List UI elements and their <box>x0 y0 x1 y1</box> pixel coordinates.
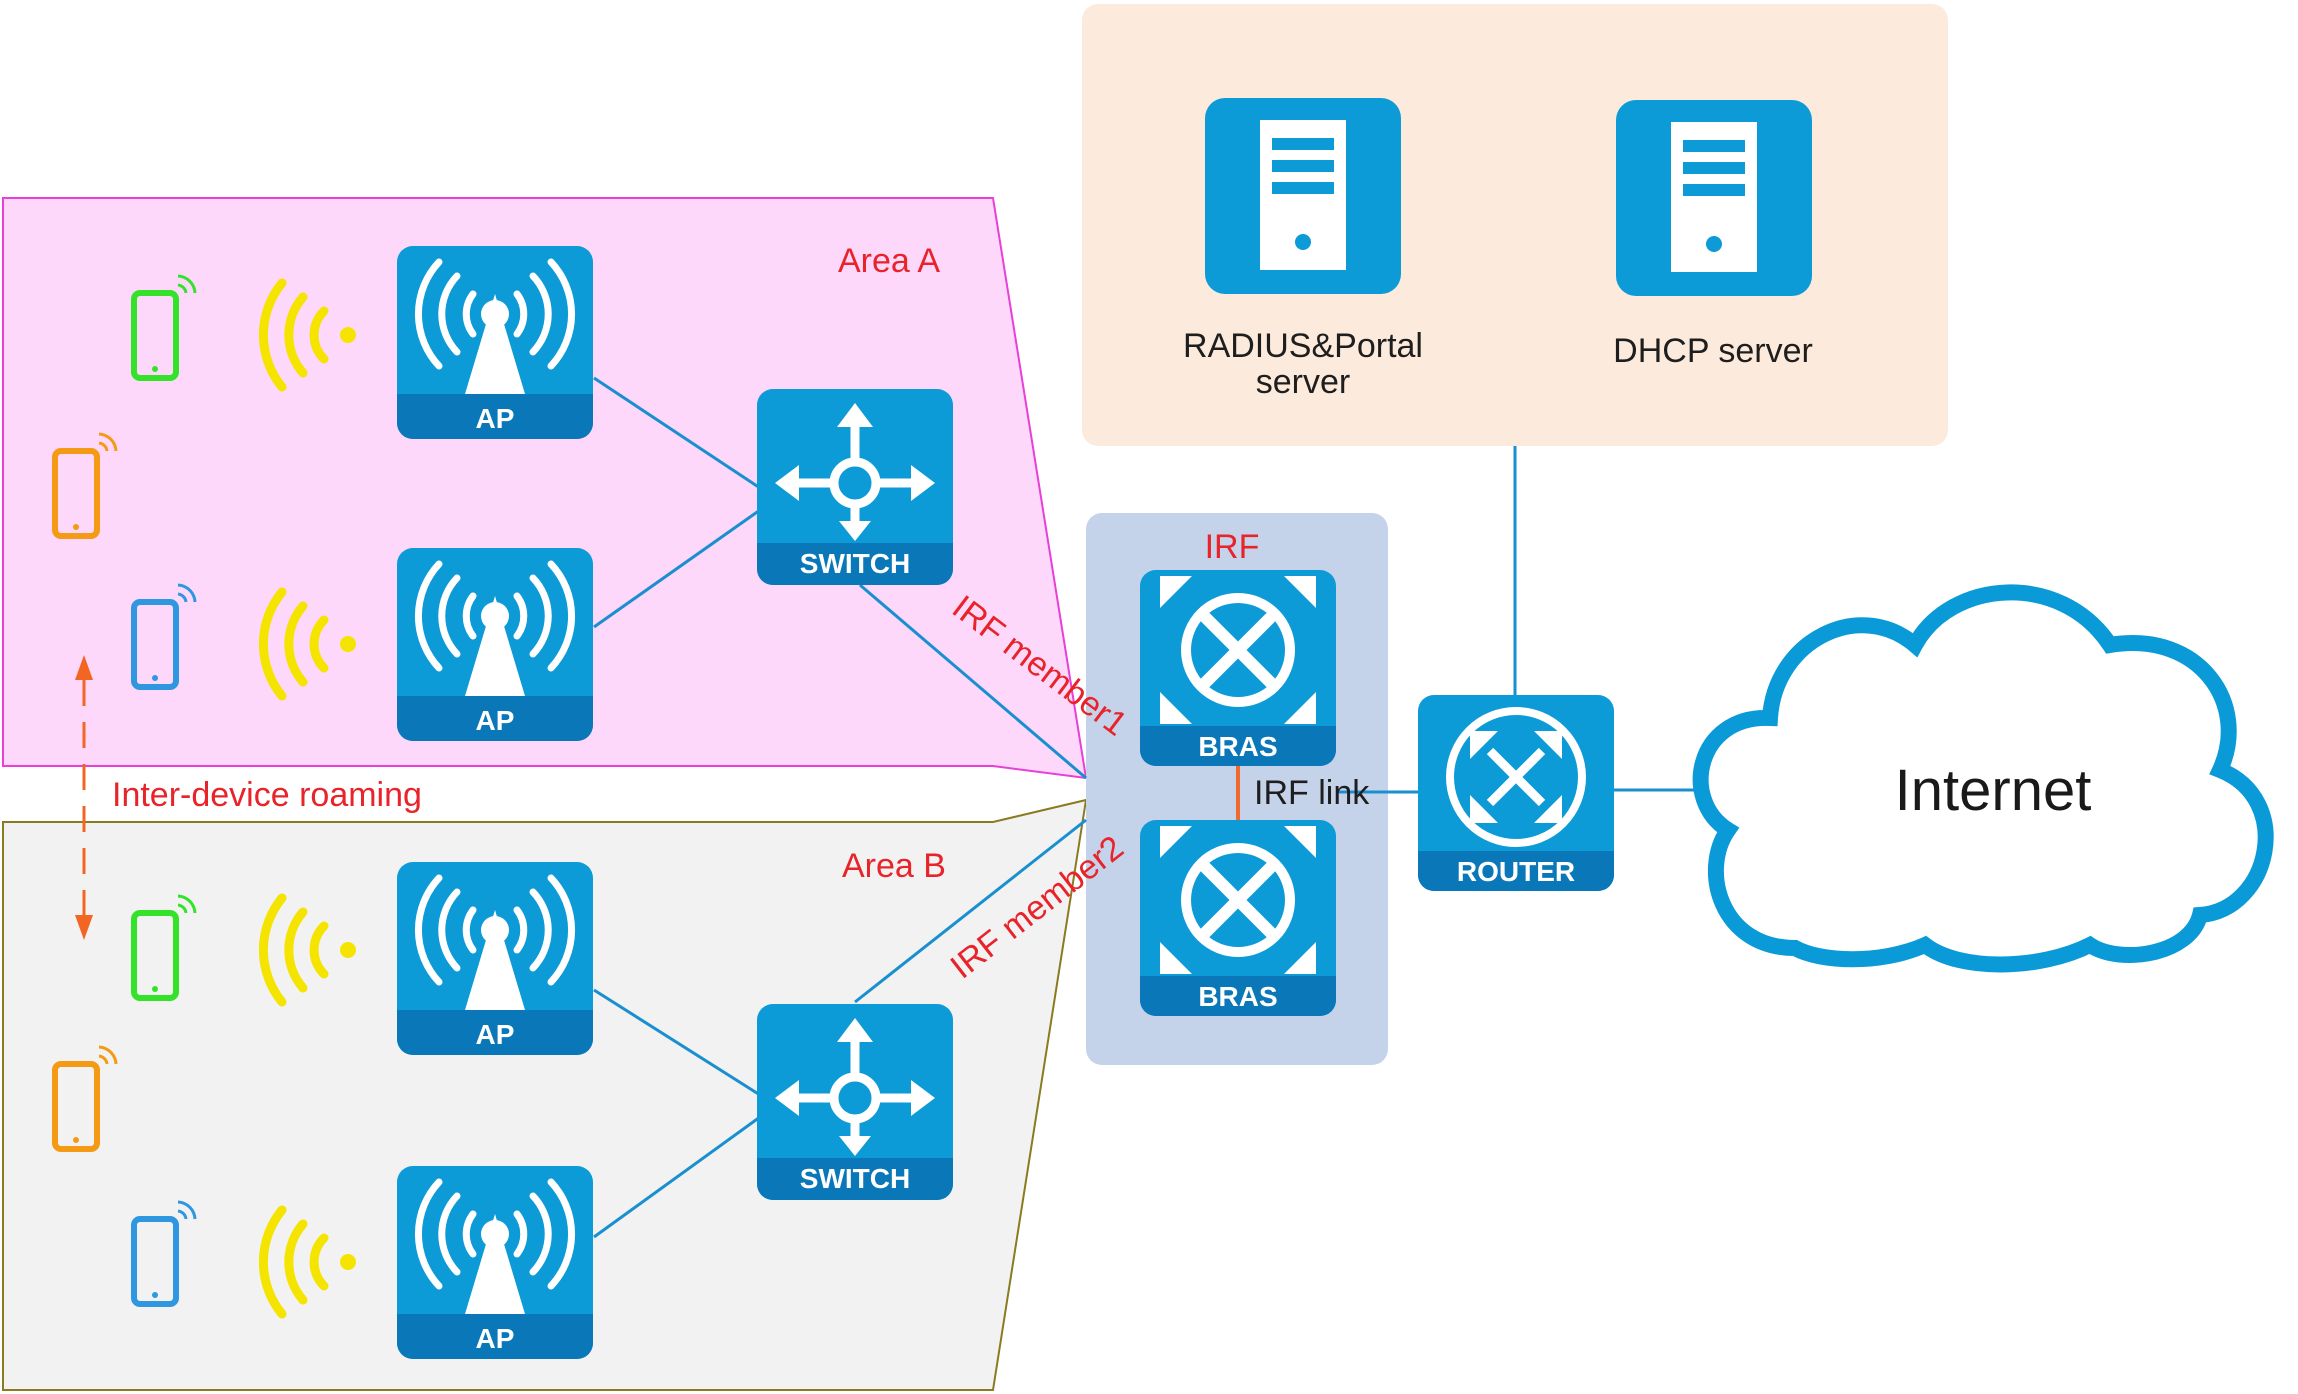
area-b-label: Area B <box>842 847 946 885</box>
ap-device[interactable]: AP <box>397 548 593 741</box>
switch-device[interactable]: SWITCH <box>757 389 953 585</box>
radius-portal-server-icon[interactable] <box>1205 98 1401 294</box>
roaming-label: Inter-device roaming <box>112 776 422 814</box>
router-device[interactable]: ROUTER <box>1418 695 1614 891</box>
ap-label: AP <box>476 403 515 434</box>
network-links <box>593 376 1700 1239</box>
phone-blue-icon <box>131 1200 197 1307</box>
ap-device[interactable]: AP <box>397 862 593 1055</box>
radius-server-label-line1: RADIUS&Portal <box>1183 327 1423 365</box>
dhcp-server-icon[interactable] <box>1616 100 1812 296</box>
ap-device[interactable]: AP <box>397 246 593 439</box>
internet-cloud-icon: Internet <box>1692 584 2274 973</box>
irf-link-label: IRF link <box>1254 774 1370 812</box>
ap-label: AP <box>476 705 515 736</box>
roaming-arrow <box>75 655 93 940</box>
radius-server-label-line2: server <box>1256 363 1350 401</box>
phone-green-icon <box>131 894 197 1001</box>
bras-label: BRAS <box>1198 731 1277 762</box>
internet-label: Internet <box>1895 758 2092 823</box>
phone-orange-icon <box>52 432 118 539</box>
switch-label: SWITCH <box>800 1163 910 1194</box>
phone-green-icon <box>131 274 197 381</box>
area-a-label: Area A <box>838 242 940 280</box>
ap-label: AP <box>476 1019 515 1050</box>
phone-blue-icon <box>131 583 197 690</box>
area-a-region <box>2 197 1088 780</box>
phone-orange-icon <box>52 1045 118 1152</box>
bras-device[interactable]: BRAS <box>1140 820 1336 1016</box>
router-label: ROUTER <box>1457 856 1575 887</box>
switch-device[interactable]: SWITCH <box>757 1004 953 1200</box>
area-b-region <box>2 798 1088 1391</box>
bras-device[interactable]: BRAS <box>1140 570 1336 766</box>
bras-label: BRAS <box>1198 981 1277 1012</box>
ap-label: AP <box>476 1323 515 1354</box>
switch-label: SWITCH <box>800 548 910 579</box>
dhcp-server-label: DHCP server <box>1613 332 1813 370</box>
irf-title: IRF <box>1205 528 1260 566</box>
ap-device[interactable]: AP <box>397 1166 593 1359</box>
